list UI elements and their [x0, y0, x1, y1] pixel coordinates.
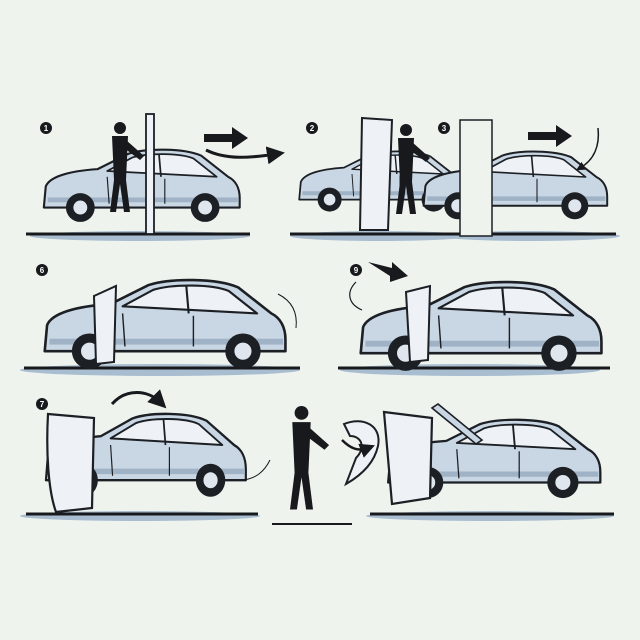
- step-7-panel: 7: [20, 389, 271, 521]
- curved-arrow-icon: [110, 389, 167, 409]
- step-2-label: 2: [310, 124, 315, 133]
- step-number-badge: [350, 264, 362, 276]
- step-number-badge: [438, 122, 450, 134]
- arrow-right-icon: [204, 127, 248, 149]
- open-door-icon: [46, 412, 96, 514]
- person-icon: [290, 406, 330, 510]
- step-9-label: 9: [354, 266, 359, 275]
- final-step-panel: [366, 403, 614, 521]
- car-icon: [424, 152, 608, 220]
- step-2-panel: 2: [290, 116, 470, 241]
- curved-arrow-icon: [205, 146, 285, 165]
- open-door-icon: [430, 403, 484, 445]
- step-3-panel: 3: [424, 119, 620, 241]
- open-door-icon: [358, 116, 394, 231]
- arrow-right-icon: [368, 262, 408, 282]
- step-1-panel: 1: [26, 113, 285, 241]
- curved-arrow-icon: [349, 281, 363, 311]
- open-door-icon: [459, 119, 493, 237]
- car-icon: [361, 282, 602, 371]
- person-carrying-door: [272, 406, 380, 525]
- step-3-label: 3: [442, 124, 447, 133]
- step-7-label: 7: [40, 400, 45, 409]
- curved-arrow-icon: [341, 439, 375, 458]
- open-door-icon: [145, 113, 155, 235]
- step-number-badge: [40, 122, 52, 134]
- step-6-panel: 6: [20, 264, 300, 376]
- step-number-badge: [36, 264, 48, 276]
- step-number-badge: [306, 122, 318, 134]
- open-door-icon: [342, 420, 380, 487]
- car-icon: [44, 150, 240, 222]
- open-door-icon: [92, 284, 118, 366]
- ground-shadow: [20, 364, 300, 376]
- step-9-panel: 9: [338, 262, 610, 376]
- curved-arrow-icon: [243, 459, 271, 481]
- arrow-right-icon: [528, 125, 572, 147]
- step-6-label: 6: [40, 266, 45, 275]
- open-door-icon: [404, 284, 432, 364]
- curved-arrow-icon: [576, 127, 600, 171]
- car-icon: [45, 280, 286, 369]
- step-number-badge: [36, 398, 48, 410]
- open-door-icon: [382, 410, 434, 506]
- step-1-label: 1: [44, 124, 49, 133]
- curved-arrow-icon: [277, 293, 297, 329]
